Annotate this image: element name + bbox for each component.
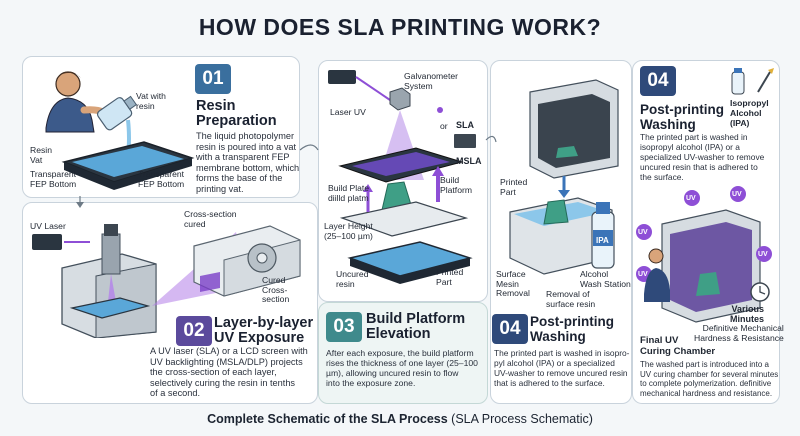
build-platform-illustration xyxy=(328,70,476,284)
uv-badge-1: UV xyxy=(686,195,696,202)
label-uv-laser: UV Laser xyxy=(30,221,66,231)
label-laser-uv: Laser UV xyxy=(330,107,366,117)
uv-badge-4: UV xyxy=(638,271,648,278)
page-title: HOW DOES SLA PRINTING WORK? xyxy=(198,14,602,40)
uv-badge-5: UV xyxy=(758,251,768,258)
uv-badge-3: UV xyxy=(638,229,648,236)
washing-station-illustration xyxy=(509,79,619,275)
figure-caption: Complete Schematic of the SLA Process (S… xyxy=(207,412,593,426)
label-or: or xyxy=(440,121,448,131)
label-msla: MSLA xyxy=(456,156,482,166)
step-04-lower-description: The printed part is washed in isopro-pyl… xyxy=(494,348,630,388)
label-sla: SLA xyxy=(456,120,474,130)
uv-curing-chamber-illustration xyxy=(636,186,772,323)
resin-pouring-illustration xyxy=(45,71,195,190)
uv-printer-illustration xyxy=(32,224,301,338)
step-04-badge-lower: 04 xyxy=(492,314,528,344)
ipa-icons xyxy=(731,68,774,95)
step-03-badge: 03 xyxy=(326,312,362,342)
step-02-badge: 02 xyxy=(176,316,212,346)
label-layer-height: Layer Height(25–100 µm) xyxy=(324,221,373,241)
step-01-badge: 01 xyxy=(195,64,231,94)
step-04-badge-upper: 04 xyxy=(640,66,676,96)
uv-badge-2: UV xyxy=(732,191,742,198)
label-ipa-bottle: IPA xyxy=(596,236,609,245)
